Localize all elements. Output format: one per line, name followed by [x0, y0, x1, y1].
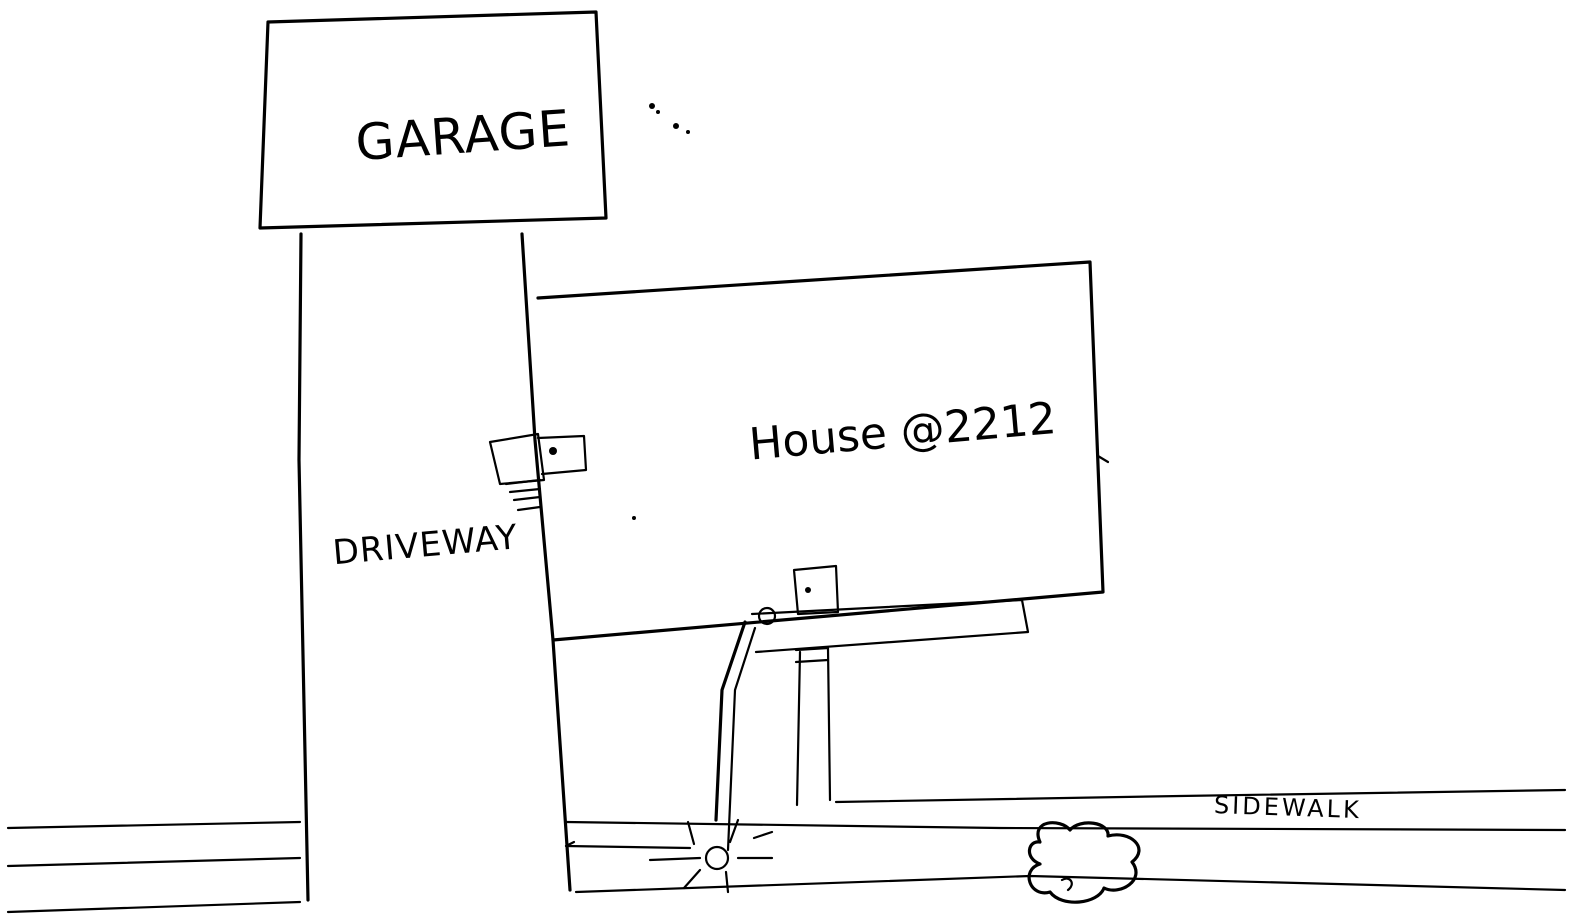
- side-door-steps: [488, 432, 588, 512]
- shrub-symbol: [1027, 821, 1141, 904]
- driveway-label: DRIVEWAY: [331, 517, 520, 573]
- garage-label: GARAGE: [354, 99, 573, 172]
- driveway-strip: DRIVEWAY: [297, 232, 572, 902]
- street-lines: SIDEWALK: [6, 788, 1567, 914]
- house-label: House @2212: [747, 393, 1058, 471]
- house-box: House @2212: [536, 260, 1105, 642]
- front-porch: [714, 564, 1030, 852]
- lamp-symbol: [648, 818, 774, 894]
- garage-box: GARAGE: [258, 10, 608, 230]
- sidewalk-label: SIDEWALK: [1213, 791, 1362, 824]
- stray-marks: [632, 103, 1110, 520]
